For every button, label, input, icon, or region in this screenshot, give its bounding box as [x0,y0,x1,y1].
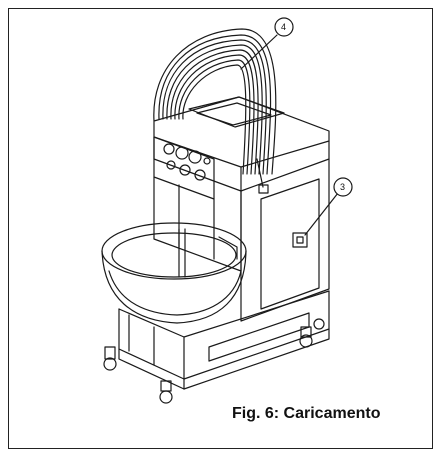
mixer-base [118,290,330,390]
callout-3-label: 3 [340,182,345,192]
caster-wheels [103,318,325,404]
control-panel [153,136,215,200]
mixing-bowl [101,222,247,324]
head-housing [153,96,330,192]
callout-4: 4 [240,17,294,70]
body-cabinet [240,158,330,322]
spiral-mixer-drawing: 4 3 [101,17,353,404]
callout-4-label: 4 [281,22,286,32]
switch-3 [292,232,308,248]
figure-frame: 4 3 Fig. 6: Caricamento [8,8,433,449]
callout-3: 3 [304,177,353,236]
figure-caption: Fig. 6: Caricamento [232,405,381,422]
bowl-guard-cage [153,28,277,194]
